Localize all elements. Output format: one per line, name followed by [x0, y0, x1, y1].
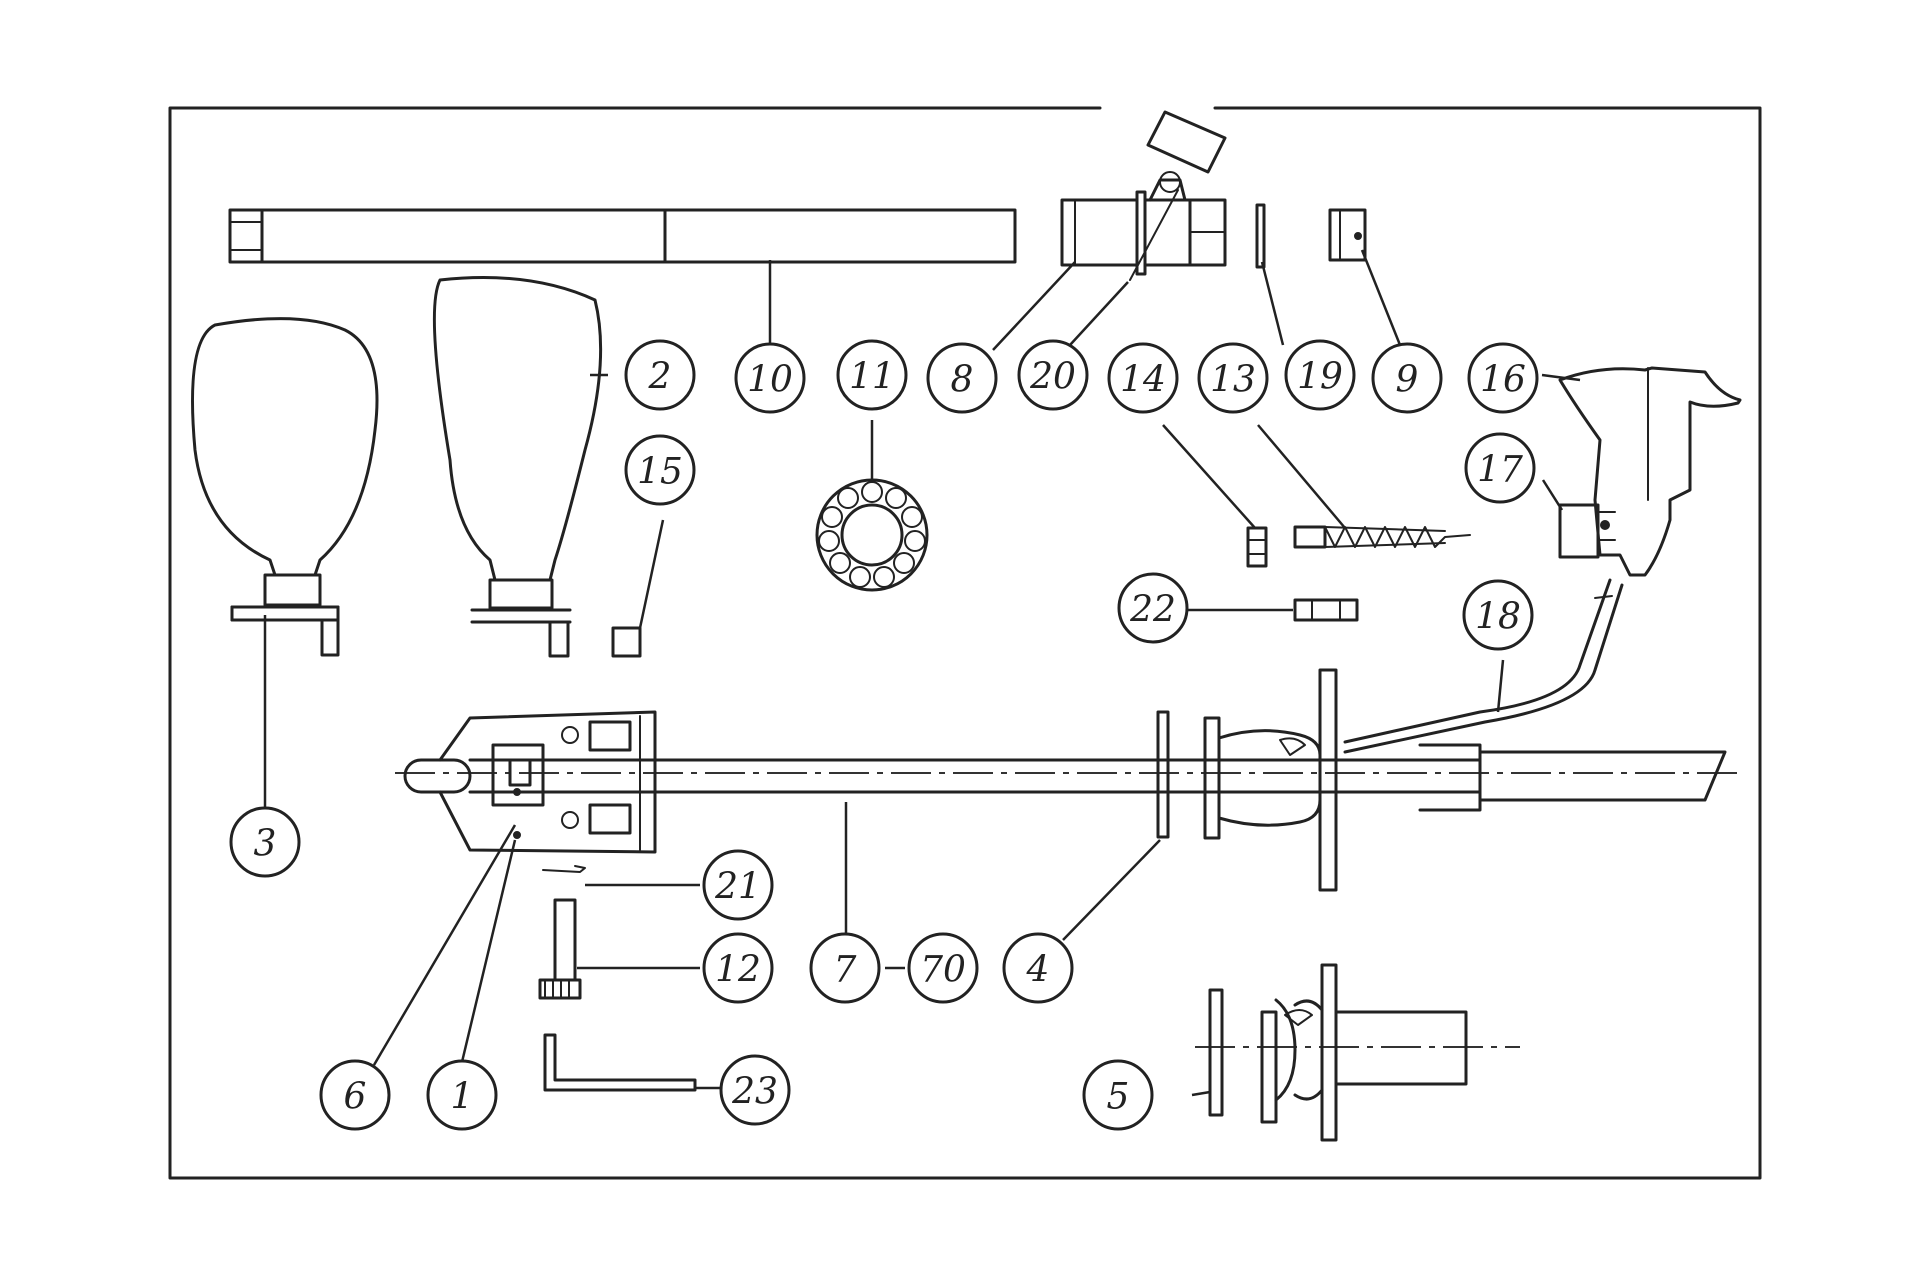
- callout-circle: [702, 849, 774, 921]
- callout-number: 23: [731, 1072, 778, 1113]
- callout-number: 4: [1026, 950, 1050, 991]
- diagram-frame: [168, 106, 1762, 1180]
- part-18-hose: [1343, 578, 1624, 754]
- callout-number: 6: [344, 1077, 367, 1118]
- part-11-bearing: [815, 478, 929, 592]
- callout-17: 17: [1464, 432, 1536, 504]
- part-21-small-pin: [542, 865, 586, 873]
- callout-10: 10: [734, 342, 806, 414]
- leader-lines: [263, 249, 1581, 1097]
- callout-circle: [229, 806, 301, 878]
- part-6-housing: [438, 710, 657, 854]
- callout-circle: [426, 1059, 498, 1131]
- callout-number: 17: [1477, 450, 1523, 491]
- callout-circle: [1371, 342, 1443, 414]
- callout-circle: [1462, 579, 1534, 651]
- callout-number: 1: [451, 1077, 474, 1118]
- callout-number: 70: [920, 950, 966, 991]
- callout-number: 19: [1297, 357, 1343, 398]
- callout-circle: [1117, 572, 1189, 644]
- callout-20: 20: [1017, 339, 1089, 411]
- part-23-hex-key: [543, 1033, 697, 1092]
- callout-number: 7: [834, 950, 857, 991]
- callout-19: 19: [1284, 339, 1356, 411]
- callout-7: 7: [809, 932, 881, 1004]
- callout-21: 21: [702, 849, 774, 921]
- callout-12: 12: [702, 932, 774, 1004]
- callout-number: 15: [637, 452, 683, 493]
- callout-16: 16: [1467, 342, 1539, 414]
- callout-2: 2: [624, 339, 696, 411]
- callout-number: 2: [648, 357, 672, 398]
- part-22-pin: [1293, 598, 1359, 622]
- callout-circle: [624, 339, 696, 411]
- callout-8: 8: [926, 342, 998, 414]
- callout-23: 23: [719, 1054, 791, 1126]
- part-4-spool: [1156, 668, 1338, 892]
- part-8-valve-fitting: [1060, 110, 1227, 281]
- callout-number: 14: [1120, 360, 1166, 401]
- callout-circle: [836, 339, 908, 411]
- callout-circle: [1284, 339, 1356, 411]
- callout-9: 9: [1371, 342, 1443, 414]
- part-3-grip: [191, 317, 379, 657]
- callout-number: 8: [951, 360, 974, 401]
- callout-3: 3: [229, 806, 301, 878]
- callout-circle: [719, 1054, 791, 1126]
- callout-circle: [907, 932, 979, 1004]
- callout-circle: [1082, 1059, 1154, 1131]
- callout-circle: [319, 1059, 391, 1131]
- part-14-hex-nut: [1246, 526, 1268, 568]
- callout-circle: [734, 342, 806, 414]
- part-2-grip: [432, 276, 603, 658]
- part-16-trigger-housing: [1558, 366, 1742, 577]
- callout-11: 11: [836, 339, 908, 411]
- callout-4: 4: [1002, 932, 1074, 1004]
- callout-number: 16: [1480, 360, 1526, 401]
- callout-number: 18: [1475, 597, 1521, 638]
- callout-6: 6: [319, 1059, 391, 1131]
- callout-circle: [1197, 342, 1269, 414]
- callout-number: 5: [1107, 1077, 1130, 1118]
- callout-number: 21: [714, 867, 761, 908]
- callout-70: 70: [907, 932, 979, 1004]
- part-19-washer: [1255, 203, 1266, 269]
- callout-14: 14: [1107, 342, 1179, 414]
- callout-number: 10: [747, 360, 793, 401]
- callout-circle: [1002, 932, 1074, 1004]
- callout-5: 5: [1082, 1059, 1154, 1131]
- callout-circle: [624, 434, 696, 506]
- callout-number: 9: [1396, 360, 1419, 401]
- callout-circle: [1017, 339, 1089, 411]
- part-12-stud: [538, 898, 582, 1000]
- callout-circle: [926, 342, 998, 414]
- callout-number: 22: [1129, 590, 1176, 631]
- callout-circle: [809, 932, 881, 1004]
- callout-number: 3: [254, 824, 277, 865]
- part-10-tube: [228, 208, 1017, 264]
- part-7-main-rod: [395, 743, 1740, 812]
- part-15-block: [611, 626, 642, 658]
- part-9-nut: [1328, 208, 1367, 262]
- callout-18: 18: [1462, 579, 1534, 651]
- callout-circle: [702, 932, 774, 1004]
- callout-13: 13: [1197, 342, 1269, 414]
- callout-circle: [1107, 342, 1179, 414]
- part-5-pulley: [1195, 963, 1520, 1142]
- callout-number: 12: [715, 950, 761, 991]
- callout-15: 15: [624, 434, 696, 506]
- callout-number: 20: [1029, 357, 1076, 398]
- callout-circle: [1464, 432, 1536, 504]
- callout-number: 11: [849, 357, 895, 398]
- callout-1: 1: [426, 1059, 498, 1131]
- callout-22: 22: [1117, 572, 1189, 644]
- part-13-screw: [1293, 525, 1471, 549]
- callout-circle: [1467, 342, 1539, 414]
- callout-number: 13: [1210, 360, 1256, 401]
